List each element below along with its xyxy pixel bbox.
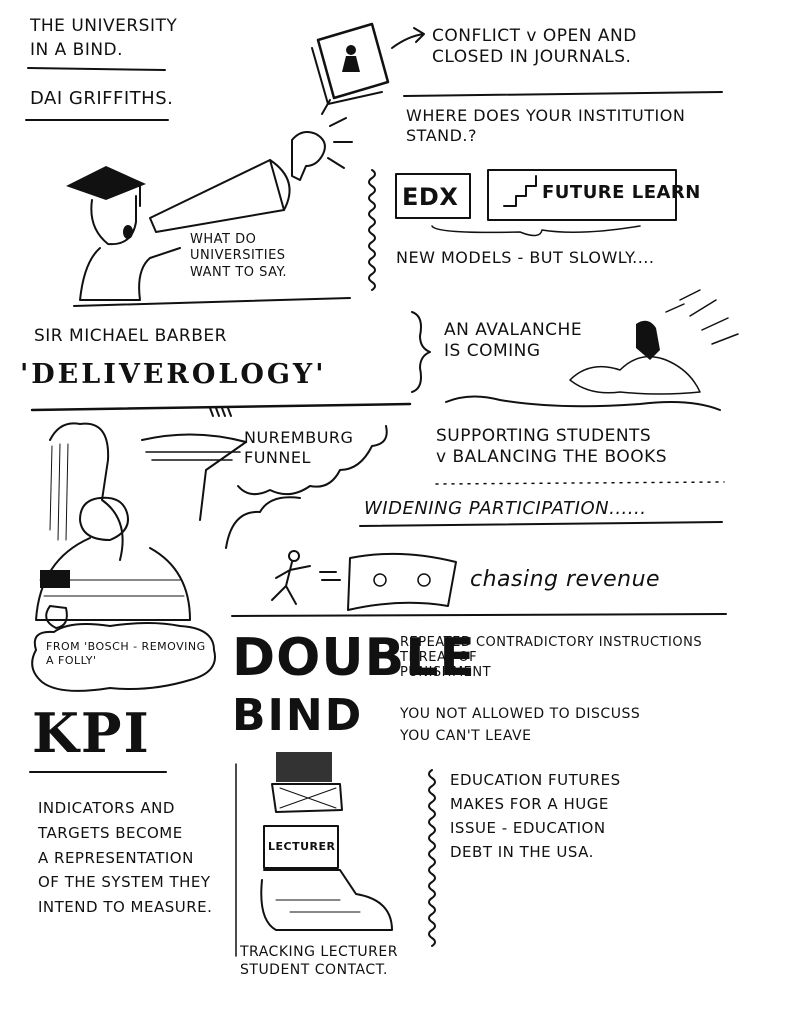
institution-question: WHERE DOES YOUR INSTITUTION STAND.? xyxy=(406,106,686,145)
graduate-megaphone-illustration xyxy=(66,99,353,307)
double-bind-rules: REPEATED CONTRADICTORY INSTRUCTIONS THRE… xyxy=(400,635,703,680)
widening-underline xyxy=(359,521,723,527)
speed-lines xyxy=(319,571,341,581)
education-text: EDUCATION FUTURES MAKES FOR A HUGE ISSUE… xyxy=(450,771,621,861)
title-line2: IN A BIND. xyxy=(30,40,124,60)
caption-cloud xyxy=(31,622,216,692)
divider-ticks xyxy=(209,407,232,417)
barber-name: SIR MICHAEL BARBER xyxy=(34,326,227,346)
bosch-caption: FROM 'BOSCH - REMOVING A FOLLY' xyxy=(46,640,206,667)
edx-box xyxy=(395,173,471,219)
dotted-line xyxy=(435,481,725,485)
revenue-underline xyxy=(231,613,727,617)
double-word: DOUBLE xyxy=(232,628,476,688)
wavy-divider-right xyxy=(428,769,436,947)
lecturer-label: LECTURER xyxy=(268,840,336,853)
banknote-icon xyxy=(347,552,457,611)
students-text: SUPPORTING STUDENTS v BALANCING THE BOOK… xyxy=(436,426,668,468)
bind-word: BIND xyxy=(232,690,364,741)
journals-underline xyxy=(403,91,723,97)
section-divider xyxy=(30,402,412,412)
funnel-hatch xyxy=(145,451,241,461)
bosch-painting-illustration xyxy=(35,422,191,629)
kpi-text: INDICATORS AND TARGETS BECOME A REPRESEN… xyxy=(38,799,213,916)
new-models-text: NEW MODELS - BUT SLOWLY.... xyxy=(396,248,655,267)
locked-journal-icon xyxy=(311,22,390,105)
kpi-word: KPI xyxy=(32,701,151,765)
future-learn-label: FUTURE LEARN xyxy=(542,182,701,203)
speaker-name: DAI GRIFFITHS. xyxy=(30,88,174,109)
title-line1: THE UNIVERSITY xyxy=(30,16,178,36)
lecturer-boot-illustration xyxy=(235,752,393,957)
edx-label: EDX xyxy=(402,183,459,211)
revenue-text: chasing revenue xyxy=(470,567,661,592)
stairs-icon xyxy=(503,175,537,207)
avalanche-illustration xyxy=(445,289,739,411)
journals-note: CONFLICT v OPEN AND CLOSED IN JOURNALS. xyxy=(432,26,637,68)
double-bind-rules2: YOU NOT ALLOWED TO DISCUSS YOU CAN'T LEA… xyxy=(400,706,641,744)
widening-text: WIDENING PARTICIPATION...... xyxy=(364,498,647,519)
lecturer-caption: TRACKING LECTURER STUDENT CONTACT. xyxy=(240,944,398,978)
running-person-icon xyxy=(271,550,311,605)
avalanche-text: AN AVALANCHE IS COMING xyxy=(444,320,583,362)
arrow-icon xyxy=(391,27,425,49)
cloud-left xyxy=(225,496,301,549)
wavy-divider xyxy=(368,169,376,291)
bracket xyxy=(411,311,431,393)
funnel-icon xyxy=(141,433,247,521)
nuremberg-text: NUREMBURG FUNNEL xyxy=(244,428,354,467)
title-underline xyxy=(27,67,166,71)
universities-caption: WHAT DO UNIVERSITIES WANT TO SAY. xyxy=(190,232,287,280)
brace xyxy=(431,225,641,237)
deliverology-word: 'DELIVEROLOGY' xyxy=(20,359,327,390)
future-learn-box xyxy=(487,169,677,221)
funnel-cloud xyxy=(237,425,388,496)
